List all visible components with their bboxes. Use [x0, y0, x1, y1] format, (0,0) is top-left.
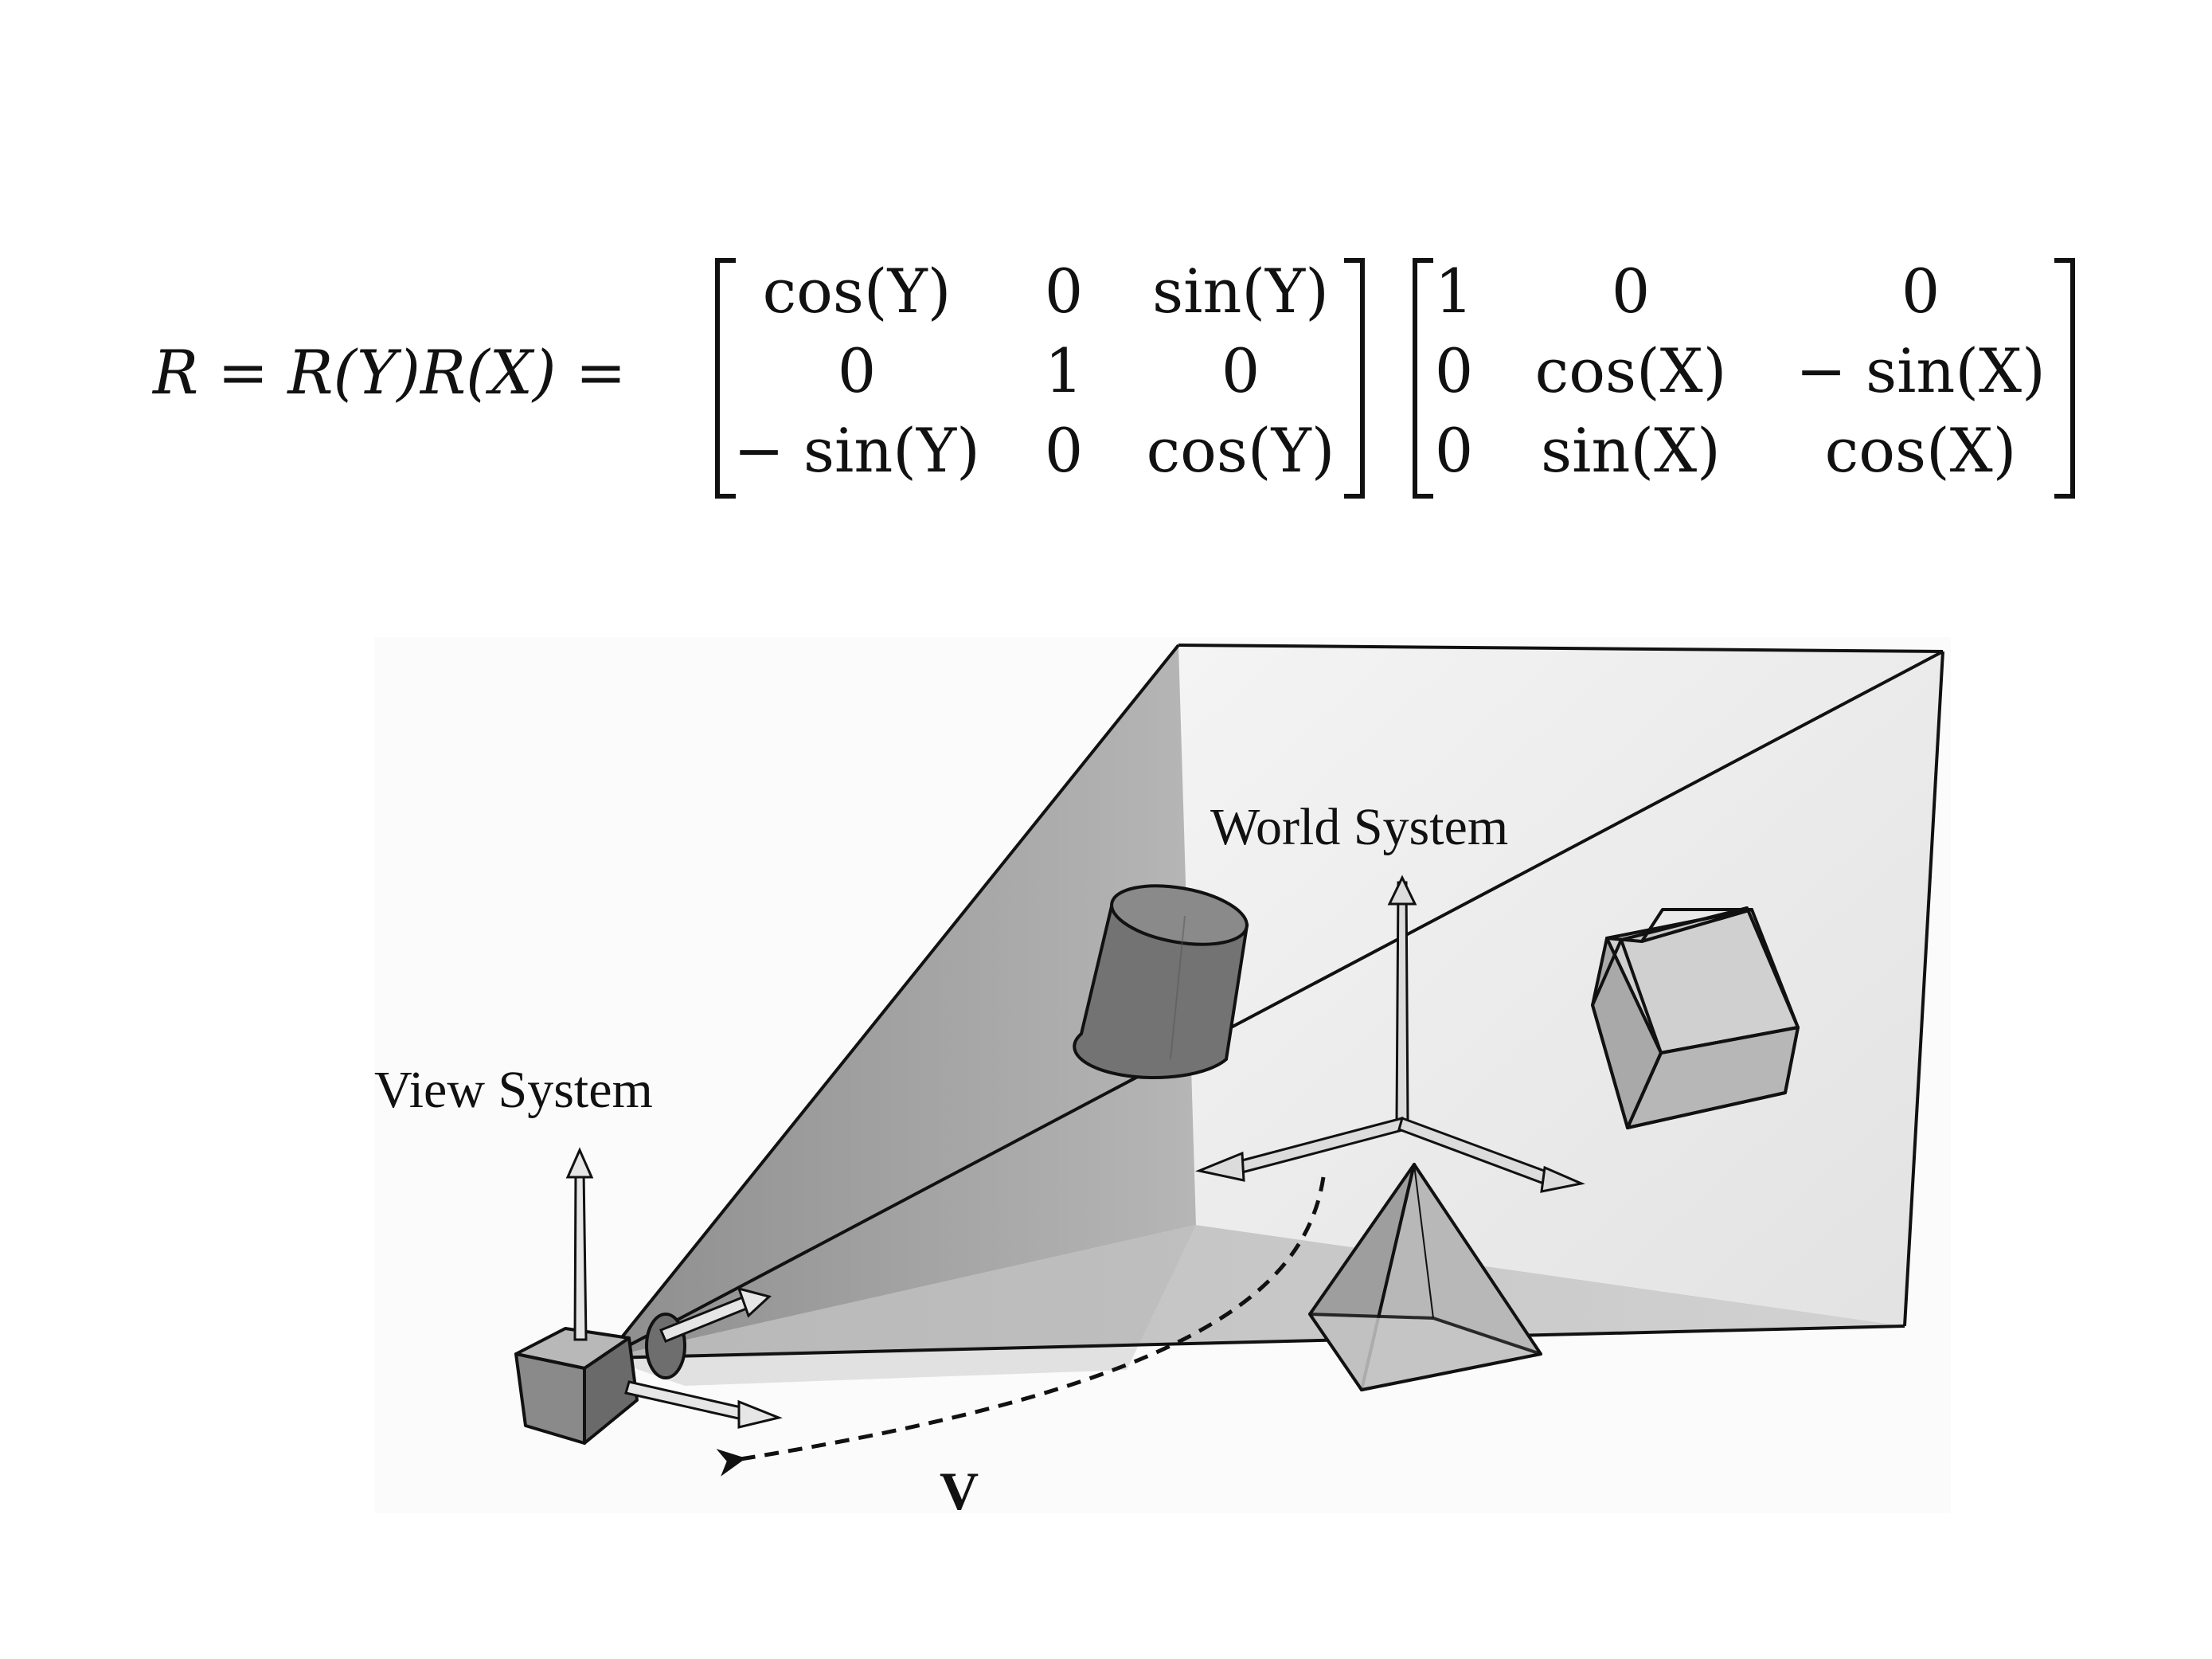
view-system-label: View System: [374, 1061, 653, 1119]
matrix-y-cell: 1: [1044, 335, 1084, 406]
matrix-x-cell: 0: [1611, 256, 1651, 327]
view-rotation-arc: [716, 1176, 1326, 1477]
frustum-back-wall: [1178, 645, 1943, 1326]
matrix-x-cell: cos(X): [1534, 335, 1727, 406]
matrix-x-cell: cos(X): [1824, 415, 2017, 486]
pyramid-shape: [1308, 1163, 1542, 1391]
matrix-y-cell: sin(Y): [1152, 256, 1329, 327]
matrix-y-cell: 0: [1044, 415, 1084, 486]
world-axes: [1194, 874, 1585, 1193]
matrix-x-cell: − sin(X): [1796, 335, 2046, 406]
frustum-floor: [605, 1225, 1905, 1358]
rotation-equation: R = R(Y)R(X) = cos(Y) 0 sin(Y) 0 1 0 − s…: [0, 239, 2212, 502]
camera-shape: [514, 1313, 686, 1445]
matrix-x-right-bracket: [2054, 258, 2075, 499]
arc-v-label: V: [940, 1461, 979, 1521]
matrix-y-cell: − sin(Y): [733, 415, 980, 486]
matrix-y-cell: cos(Y): [1146, 415, 1335, 486]
matrix-y-cell: 0: [1044, 256, 1084, 327]
matrix-x-cell: 0: [1434, 415, 1474, 486]
matrix-x-cell: 0: [1901, 256, 1940, 327]
matrix-x-cell: 0: [1434, 335, 1474, 406]
frustum-edges: [604, 644, 1944, 1360]
equation-lhs: R = R(Y)R(X) =: [153, 337, 627, 408]
matrix-y-right-bracket: [1344, 258, 1365, 499]
cylinder-shape: [1073, 884, 1249, 1080]
matrix-x-cell: 1: [1434, 256, 1474, 327]
matrix-x-left-bracket: [1413, 258, 1433, 499]
frustum-left-wall: [605, 645, 1196, 1358]
matrix-y-left-bracket: [715, 258, 736, 499]
matrix-y-cell: 0: [837, 335, 877, 406]
world-system-label: World System: [1210, 798, 1508, 856]
matrix-y-cell: cos(Y): [762, 256, 952, 327]
world-cube-outline: [1591, 906, 1800, 1129]
matrix-y-cell: 0: [1221, 335, 1260, 406]
matrix-x-cell: sin(X): [1541, 415, 1721, 486]
view-axes: [565, 1147, 783, 1429]
